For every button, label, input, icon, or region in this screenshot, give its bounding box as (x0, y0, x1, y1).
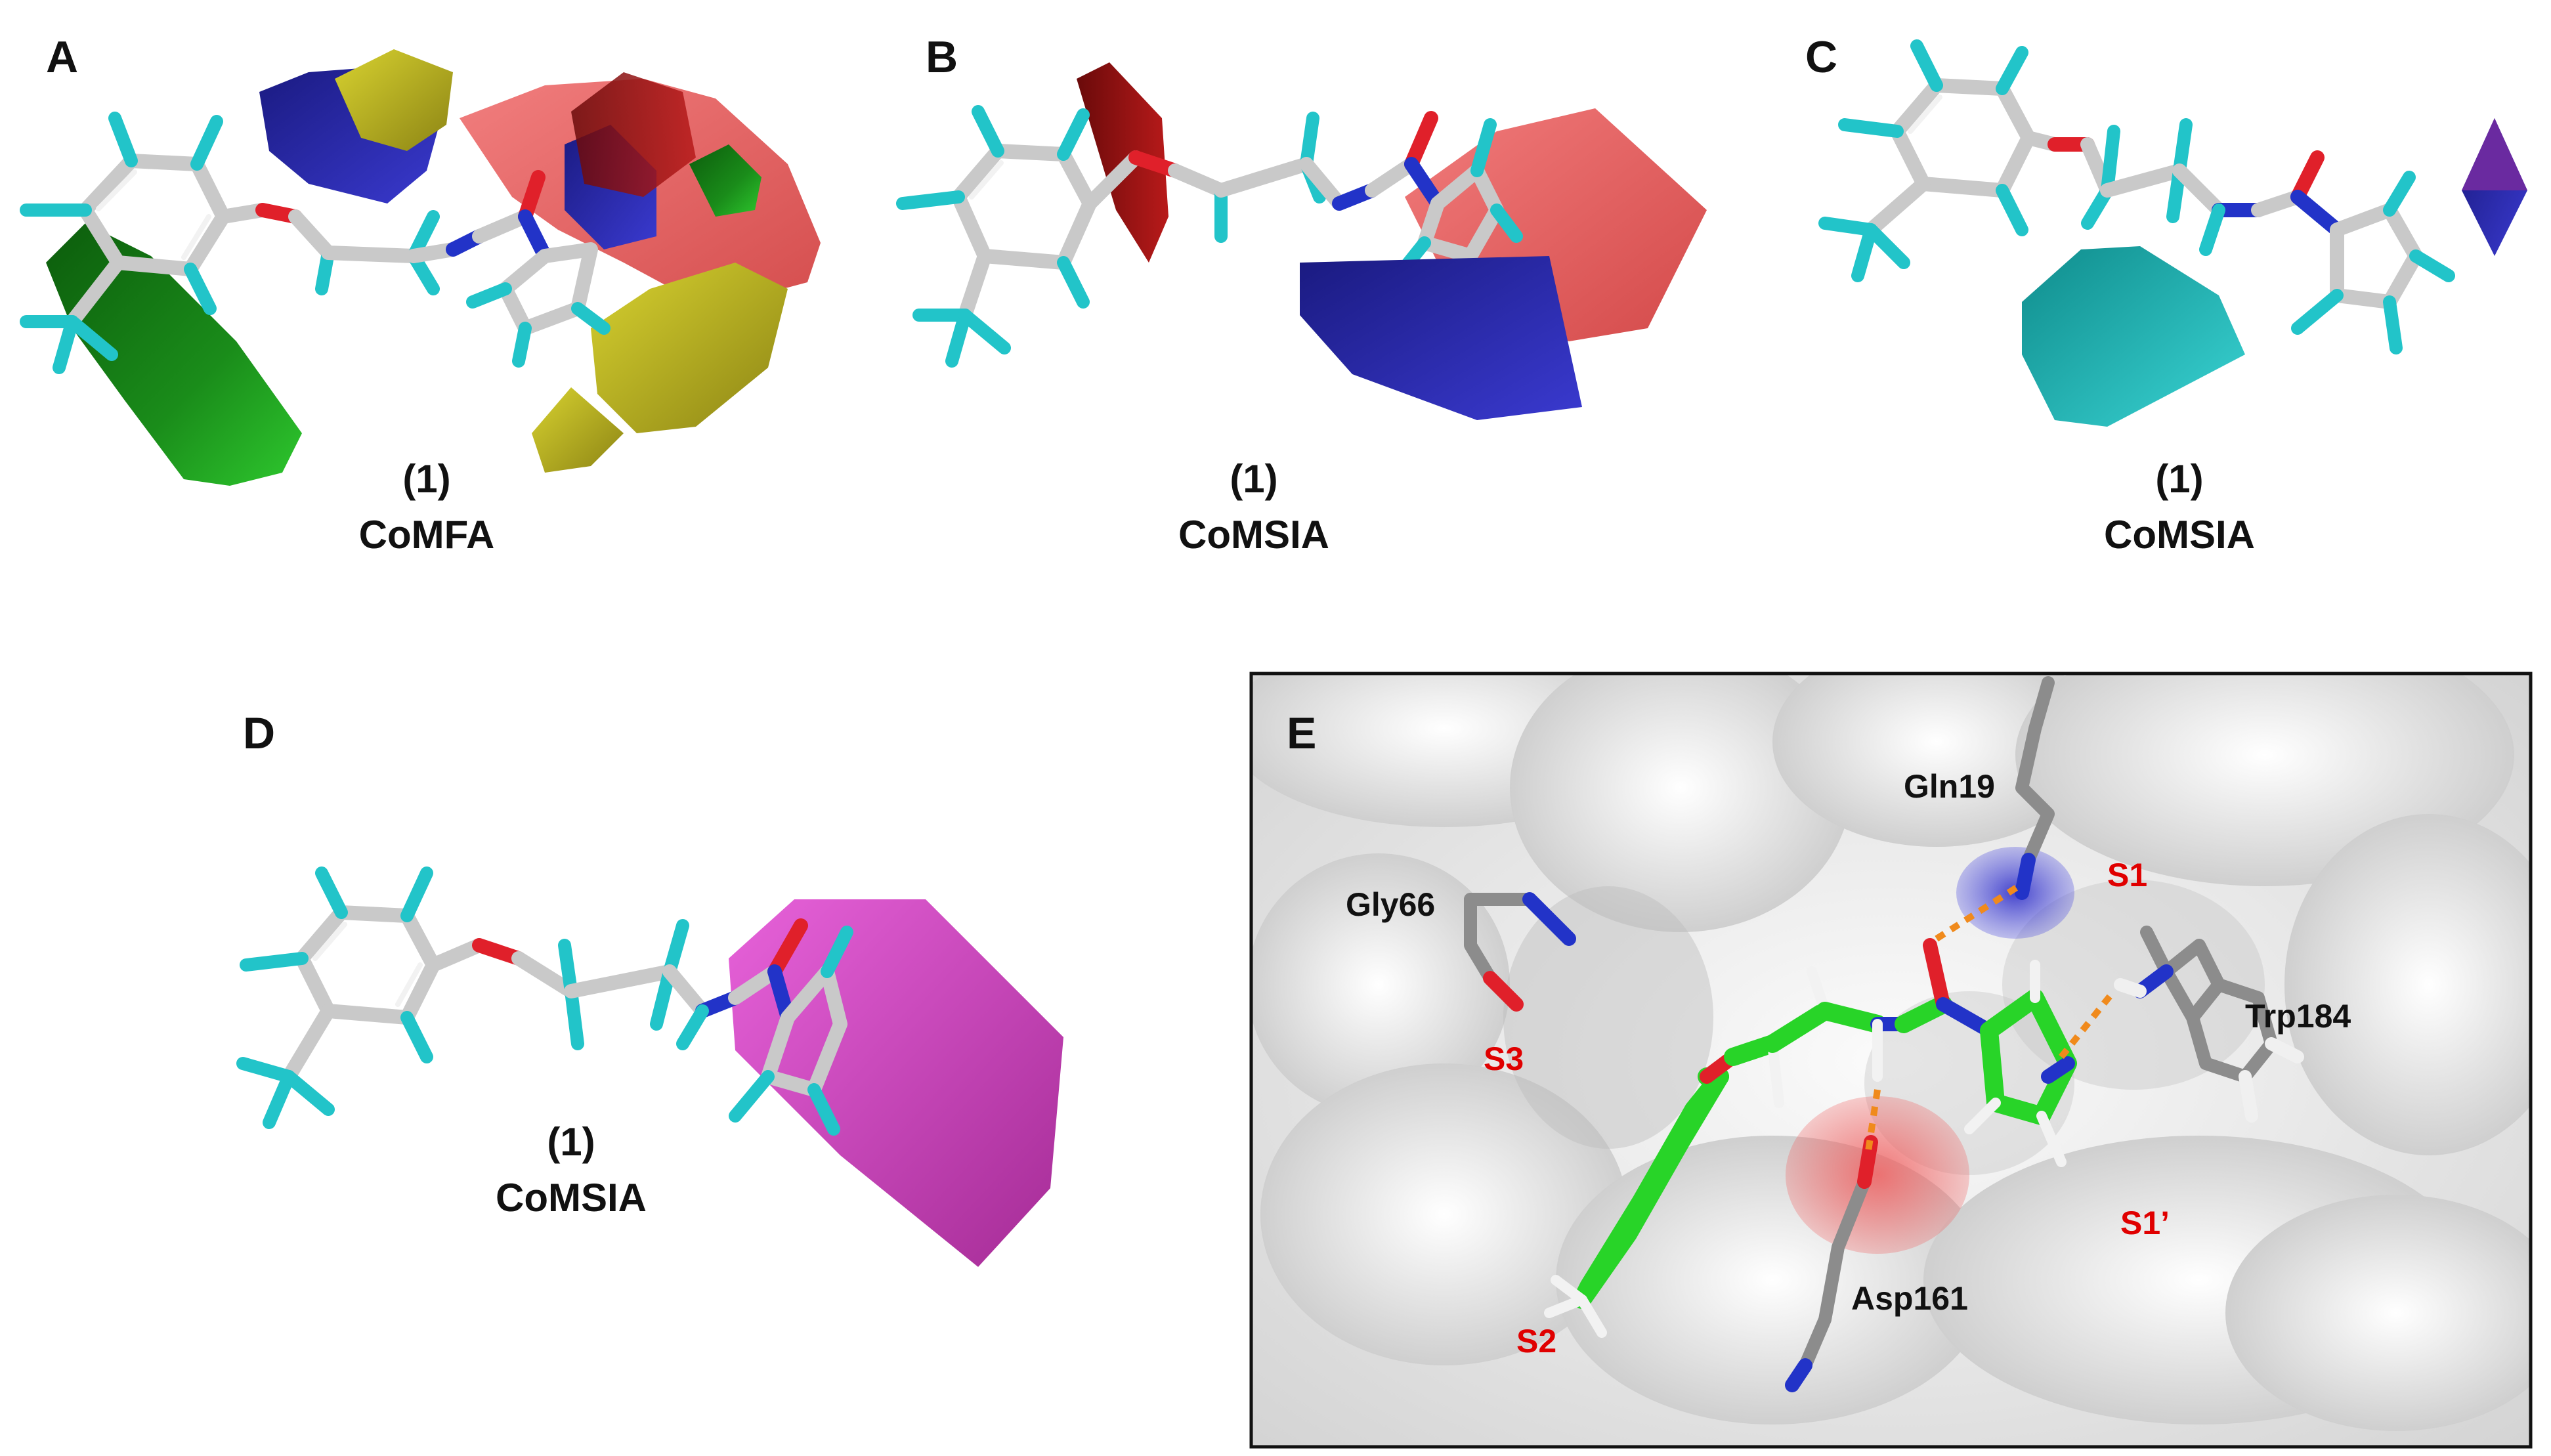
panel-a-yellow-contour-top (335, 49, 453, 151)
hbond-trp184 (2059, 989, 2116, 1060)
panel-c-cyan-contour (2022, 246, 2245, 427)
label-gly66: Gly66 (1346, 886, 1435, 923)
panel-d-compound-label: (1) (547, 1120, 595, 1164)
label-site-s1-prime: S1’ (2120, 1205, 2170, 1241)
panel-c-molecule (1818, 39, 2455, 354)
panel-e-letter: E (1287, 708, 1316, 758)
panel-b-compound-label: (1) (1230, 457, 1277, 501)
panel-e-frame (1249, 672, 2533, 1449)
hbond-asp161 (1864, 1089, 1881, 1156)
panel-a-compound-label: (1) (402, 457, 450, 501)
panel-d: D (236, 708, 1063, 1267)
panel-b-molecule (896, 105, 1523, 368)
label-site-s2: S2 (1516, 1323, 1556, 1360)
label-asp161: Asp161 (1851, 1280, 1968, 1317)
panel-a-yellow-contour-small (532, 387, 624, 473)
label-site-s3: S3 (1484, 1040, 1524, 1077)
panel-c-purple-contour-face (2462, 118, 2527, 190)
panel-b: B (896, 32, 1707, 557)
label-gln19: Gln19 (1904, 768, 1995, 805)
residue-gly66-stick (1464, 892, 1576, 1012)
panel-d-molecule (236, 867, 853, 1136)
panel-d-letter: D (243, 708, 275, 758)
panel-c-method-label: CoMSIA (2104, 513, 2255, 557)
residue-gln19-stick (2015, 676, 2055, 900)
residue-trp184-stick (2114, 926, 2304, 1123)
panel-a-green-contour-large (46, 223, 302, 486)
panel-c-letter: C (1805, 32, 1837, 82)
panel-b-method-label: CoMSIA (1178, 513, 1329, 557)
panel-a-letter: A (46, 32, 78, 82)
label-trp184: Trp184 (2245, 998, 2351, 1035)
panel-a-molecule (20, 112, 611, 374)
panel-a-method-label: CoMFA (359, 513, 495, 557)
panel-e: E Gln19 Gly66 Trp184 Asp161 S1 S3 S2 S1’ (1249, 672, 2533, 1449)
label-site-s1: S1 (2107, 857, 2147, 893)
panel-a-yellow-contour-right (591, 263, 788, 433)
panel-e-acidic-patch (1786, 1096, 1969, 1254)
panel-b-blue-contour (1300, 256, 1582, 420)
panel-a-darkred-contour (571, 72, 696, 197)
panel-e-protein-surface (1251, 674, 2531, 1431)
panel-a: A (20, 32, 821, 557)
panel-e-ligand (1544, 938, 2077, 1338)
panel-c: C (1805, 32, 2527, 557)
panel-d-method-label: CoMSIA (496, 1176, 647, 1220)
panel-c-compound-label: (1) (2155, 457, 2203, 501)
panel-b-letter: B (926, 32, 958, 82)
panel-a-green-contour-small (689, 144, 761, 217)
